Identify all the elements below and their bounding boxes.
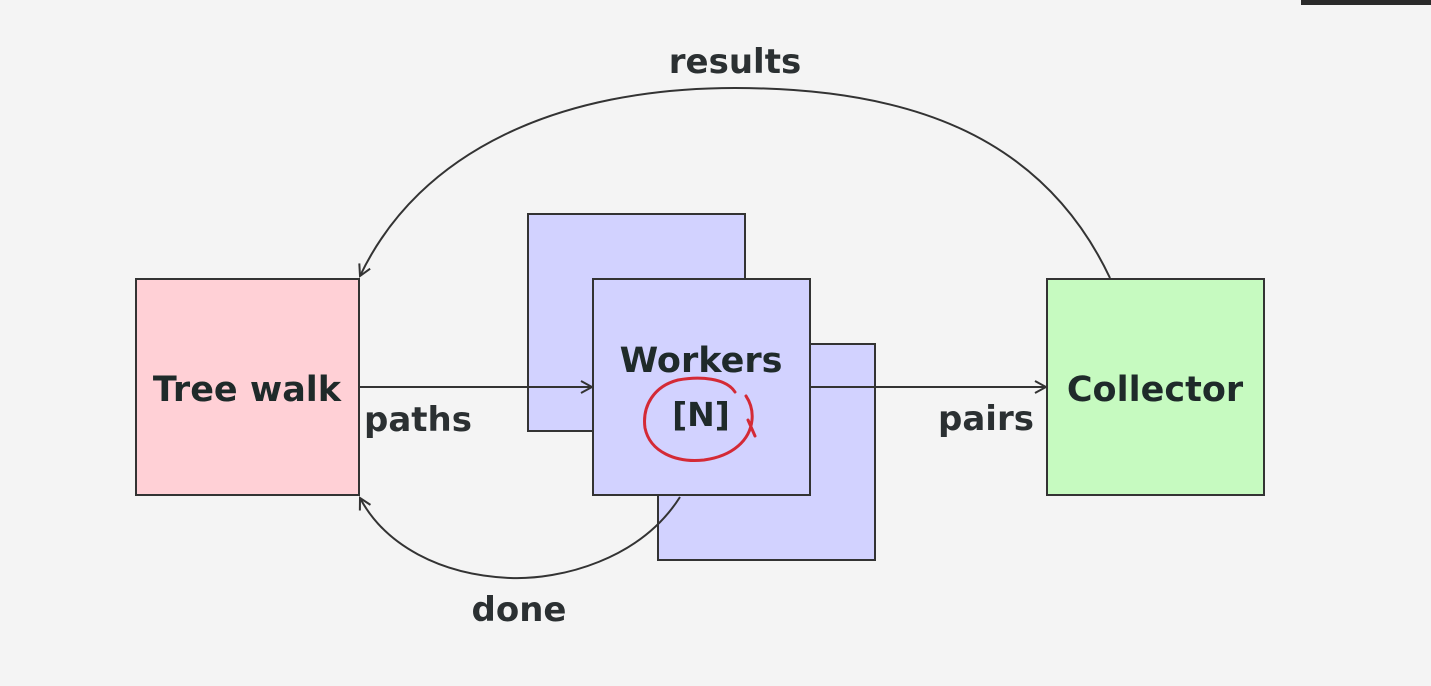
results-label: results [669, 42, 801, 82]
done-edge [360, 497, 681, 580]
results-edge [360, 86, 1111, 279]
pairs-label: pairs [938, 399, 1034, 439]
workers-node [592, 278, 811, 496]
collector-node [1046, 278, 1265, 496]
workers-label: Workers [620, 341, 783, 381]
collector-label: Collector [1067, 370, 1244, 410]
video-overlay-edge [1301, 0, 1431, 5]
tree-walk-label: Tree walk [153, 370, 342, 410]
annotation-circle [643, 376, 757, 462]
tree-walk-node [135, 278, 360, 496]
worker-count-label: [N] [672, 395, 730, 434]
paths-label: paths [364, 400, 472, 440]
done-label: done [472, 590, 567, 630]
